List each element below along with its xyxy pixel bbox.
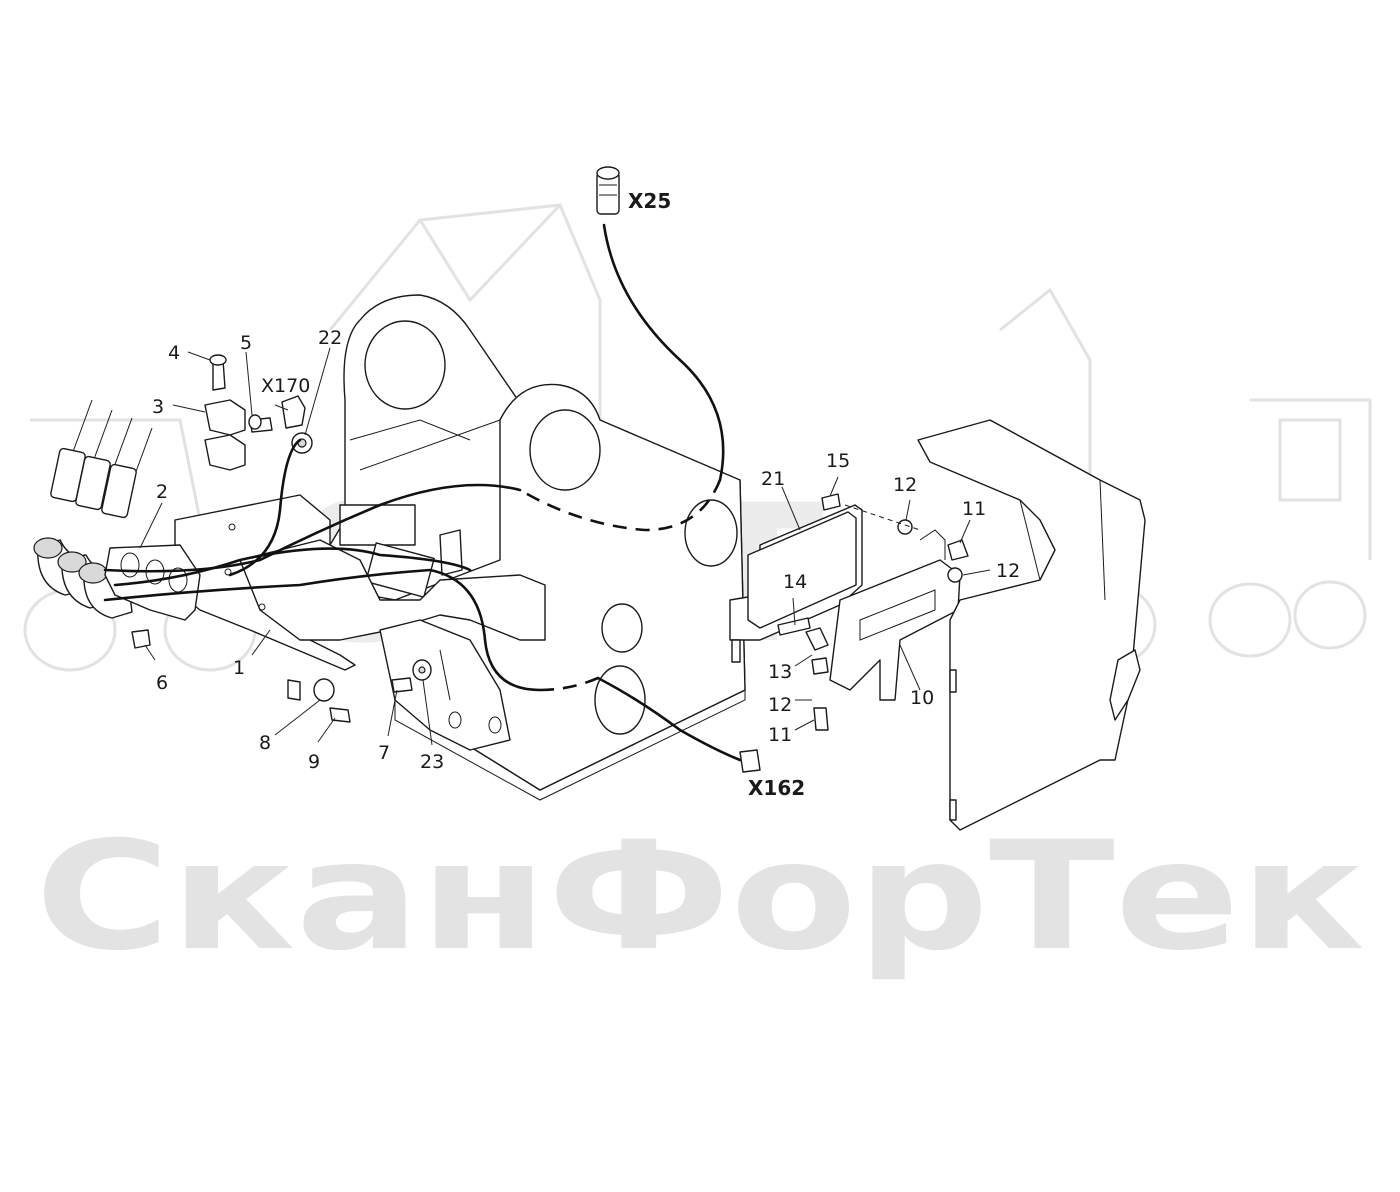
main-frame: [329, 294, 746, 801]
hardware: [131, 354, 432, 723]
part-label: 12: [768, 694, 792, 716]
part-label: 6: [156, 672, 168, 694]
part-label: 1: [233, 657, 245, 679]
cables: [103, 223, 742, 762]
part-label: 5: [240, 332, 252, 354]
part-label: 11: [962, 498, 986, 520]
lower-plate: [379, 619, 511, 751]
connector-x162: [739, 749, 761, 773]
part-label: 22: [318, 327, 342, 349]
cover-panel: [917, 419, 1146, 831]
part-labels: 1 2 3 4 5 6 7 8 9 10 11 11 12 12 12 13 1…: [152, 327, 1020, 773]
part-label: 21: [761, 468, 785, 490]
bracket-1: [174, 494, 546, 671]
part-label: 2: [156, 481, 168, 503]
connector-x25: [596, 166, 620, 215]
part-label: 11: [768, 724, 792, 746]
watermark-text: СканФорТек: [35, 810, 1365, 984]
part-label: 8: [259, 732, 271, 754]
part-label: 7: [378, 742, 390, 764]
connector-label-x25: X25: [628, 189, 671, 213]
mount-plate-10: [829, 529, 961, 701]
part-label: 4: [168, 342, 180, 364]
part-label: 12: [893, 474, 917, 496]
leader-lines: [139, 347, 991, 746]
part-label: 13: [768, 661, 792, 683]
part-label: 15: [826, 450, 850, 472]
connector-labels: X25 X170 X162: [261, 189, 805, 800]
part-label: 10: [910, 687, 934, 709]
right-hardware: [777, 493, 969, 731]
part-label: 14: [783, 571, 807, 593]
connector-label-x162: X162: [748, 776, 805, 800]
part-label: 3: [152, 396, 164, 418]
hose-fittings: [33, 399, 201, 621]
connector-label-x170: X170: [261, 375, 310, 397]
part-label: 12: [996, 560, 1020, 582]
control-unit-21: [729, 504, 863, 663]
part-label: 9: [308, 751, 320, 773]
part-label: 23: [420, 751, 444, 773]
